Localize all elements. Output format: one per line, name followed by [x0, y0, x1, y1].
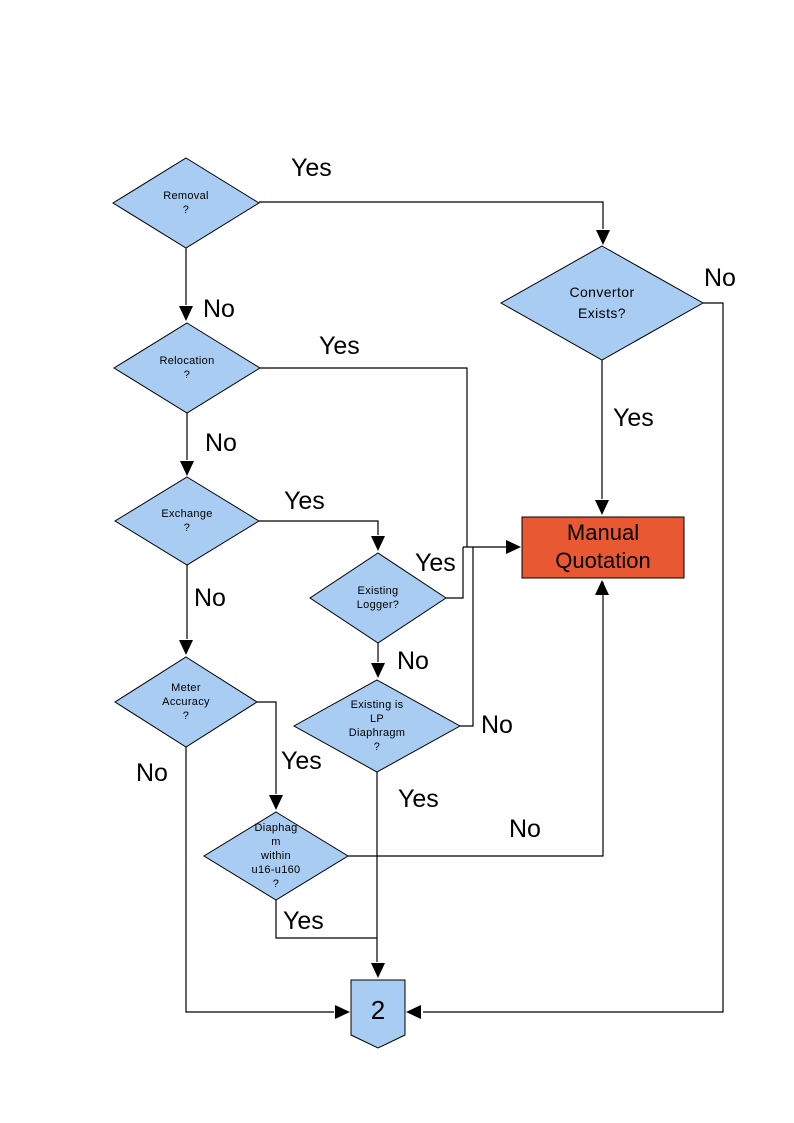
arrowhead-into-logger: [371, 536, 385, 551]
connector-lines: [185, 201, 724, 1013]
arrowheads: [179, 230, 610, 1019]
process-manual-quotation: [521, 516, 685, 579]
decision-meter-accuracy: [114, 656, 258, 748]
arrowhead-into-connector2-right: [406, 1005, 421, 1019]
decision-existing-logger: [309, 552, 447, 644]
decision-diaphragm-range: [203, 811, 349, 901]
connector-diaphragm-yes: [275, 900, 377, 939]
connector-lp-no: [460, 547, 474, 727]
arrowhead-into-convertor: [596, 230, 610, 245]
connector-diaphragm-no: [348, 582, 604, 857]
offpage-connector-2: [350, 979, 406, 1049]
decision-convertor-exists: [499, 245, 705, 361]
arrowhead-into-mq-top: [595, 500, 609, 515]
connector-removal-yes: [259, 201, 604, 229]
connector-convertor-no: [423, 302, 724, 1013]
arrowhead-into-mq-left: [506, 540, 521, 554]
decision-relocation: [113, 322, 261, 414]
arrowhead-into-mq-bottom: [595, 580, 609, 595]
connector-relocation-yes: [260, 367, 468, 547]
arrowhead-into-lp: [371, 663, 385, 678]
connector-meter-no: [185, 747, 334, 1013]
decision-removal: [112, 157, 260, 249]
arrowhead-into-exchange: [180, 461, 194, 476]
arrowhead-into-diaphragm: [269, 795, 283, 810]
arrowhead-into-connector2-top: [371, 963, 385, 978]
arrowhead-into-meter: [179, 640, 193, 655]
connector-exchange-yes: [259, 520, 379, 535]
decision-existing-lp-diaphragm: [292, 679, 462, 773]
connector-logger-yes: [446, 547, 464, 599]
decision-exchange: [114, 476, 260, 566]
arrowhead-into-relocation: [179, 306, 193, 321]
flowchart-shapes: [112, 157, 705, 1049]
connector-meter-yes: [257, 701, 277, 794]
arrowhead-into-connector2-left: [335, 1005, 350, 1019]
